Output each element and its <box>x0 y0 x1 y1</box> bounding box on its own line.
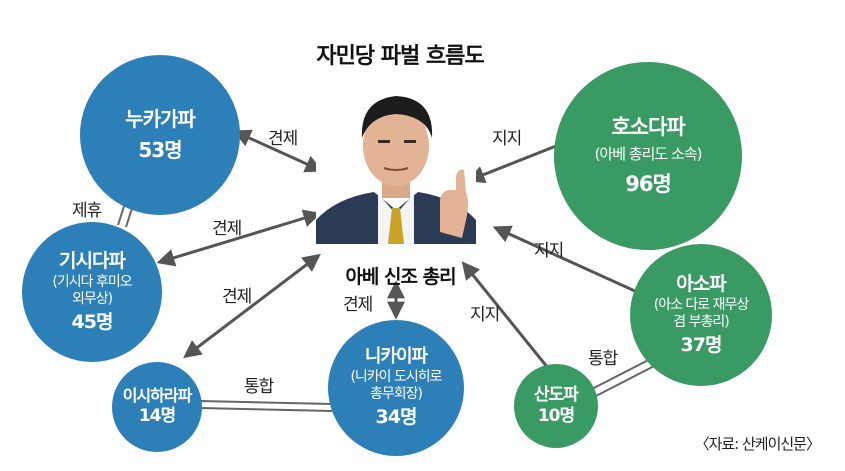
faction-nikai: 니카이파 (니카이 도시히로 총무회장) 34명 <box>328 320 464 456</box>
faction-count: 37명 <box>680 333 723 356</box>
faction-name: 기시다파 <box>59 249 126 272</box>
merge-line-left-a <box>199 400 333 405</box>
merge-line-left-b <box>199 407 333 412</box>
merge-label-left: 통합 <box>244 377 274 397</box>
nikai-check-label: 견제 <box>343 295 373 315</box>
faction-nukaga: 누카가파 53명 <box>80 55 240 215</box>
faction-kishida: 기시다파 (기시다 후미오 외무상) 45명 <box>22 222 162 362</box>
prime-minister-label: 아베 신조 총리 <box>345 266 456 288</box>
faction-hosoda: 호소다파 (아베 총리도 소속) 96명 <box>554 62 742 250</box>
faction-name: 누카가파 <box>125 107 196 131</box>
faction-name: 이시하라파 <box>122 386 193 406</box>
sando-support-arrow <box>461 261 550 369</box>
faction-count: 53명 <box>138 138 182 162</box>
faction-subtitle-1: (아베 총리도 소속) <box>594 144 703 163</box>
source-credit: 〈자료: 산케이신문〉 <box>694 435 821 453</box>
faction-subtitle-2: 겸 부총리) <box>673 314 729 330</box>
faction-subtitle-1: (아소 다로 재무상 <box>653 296 750 313</box>
hosoda-support-label: 지지 <box>492 129 522 149</box>
faction-subtitle-1: (니카이 도시히로 <box>350 368 442 385</box>
faction-subtitle-1: (기시다 후미오 <box>52 273 132 290</box>
abe-portrait-image <box>316 80 476 244</box>
aso-support-label: 지지 <box>534 241 564 261</box>
ishihara-check-arrow <box>183 253 321 359</box>
faction-subtitle-2: 총무회장) <box>370 386 423 403</box>
nukaga-check-arrow <box>232 129 324 173</box>
alliance-label: 제휴 <box>72 201 102 221</box>
faction-sando: 산도파 10명 <box>514 364 598 448</box>
faction-aso: 아소파 (아소 다로 재무상 겸 부총리) 37명 <box>630 244 772 386</box>
sando-support-label: 지지 <box>470 305 500 325</box>
faction-count: 14명 <box>138 406 176 427</box>
nukaga-check-label: 견제 <box>268 129 298 149</box>
hosoda-support-arrow <box>466 144 557 184</box>
merge-label-right: 통합 <box>588 349 618 369</box>
faction-ishihara: 이시하라파 14명 <box>112 362 202 452</box>
page-title: 자민당 파벌 흐름도 <box>316 44 484 69</box>
faction-count: 34명 <box>375 405 418 428</box>
faction-name: 산도파 <box>534 384 579 405</box>
faction-count: 96명 <box>625 172 672 197</box>
faction-name: 호소다파 <box>611 115 685 140</box>
faction-name: 아소파 <box>676 272 726 295</box>
kishida-check-label: 견제 <box>212 219 242 239</box>
faction-subtitle-2: 외무상) <box>71 291 113 307</box>
ishihara-check-label: 견제 <box>222 287 252 307</box>
aso-support-arrow <box>492 225 647 298</box>
faction-count: 10명 <box>537 406 575 426</box>
faction-name: 니카이파 <box>364 346 428 368</box>
faction-count: 45명 <box>71 310 114 333</box>
